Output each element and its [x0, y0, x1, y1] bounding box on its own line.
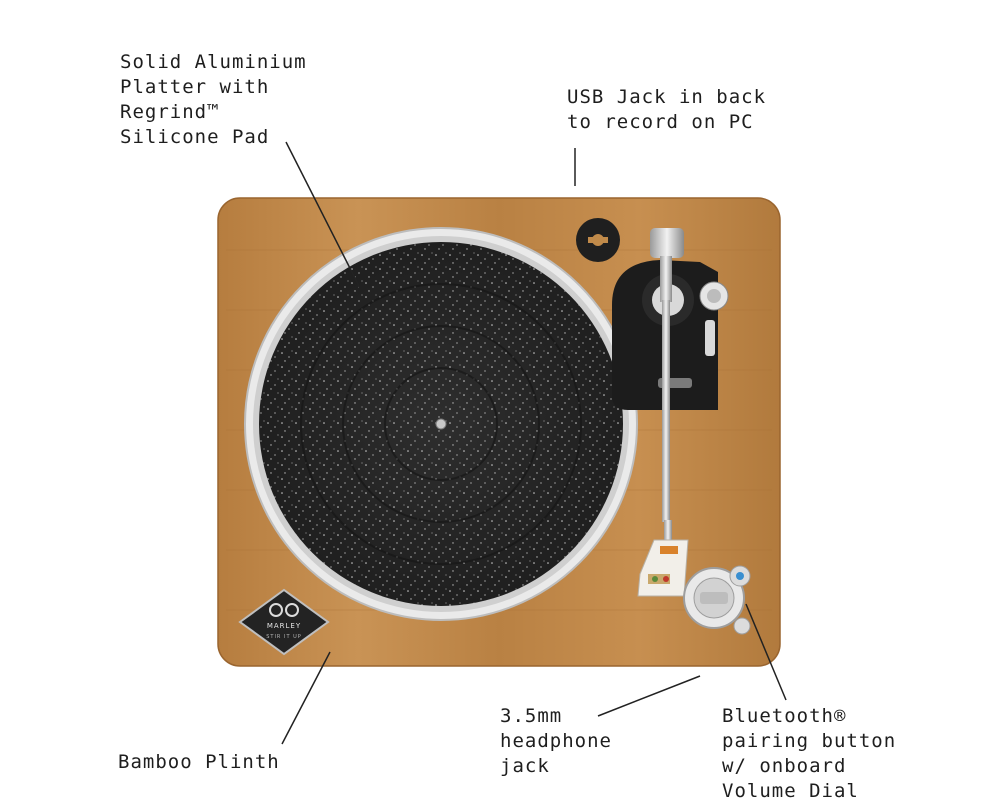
label-platter-line: Regrind™ — [120, 101, 220, 123]
label-platter-line: Silicone Pad — [120, 126, 270, 148]
label-platter: Solid Aluminium Platter with Regrind™ Si… — [120, 50, 307, 150]
leader-line-platter — [285, 141, 361, 289]
leader-line-headphone — [597, 675, 701, 717]
label-bluetooth-line: Volume Dial — [722, 780, 859, 800]
label-platter-line: Platter with — [120, 76, 270, 98]
label-usb-line: USB Jack in back — [567, 86, 767, 108]
label-bluetooth: Bluetooth® pairing button w/ onboard Vol… — [722, 704, 896, 800]
headshell — [637, 539, 689, 597]
volume-dial — [683, 565, 751, 635]
label-bluetooth-line: w/ onboard — [722, 755, 847, 777]
label-usb: USB Jack in back to record on PC — [567, 85, 766, 135]
label-headphone-line: jack — [500, 755, 550, 777]
leader-lines — [281, 141, 787, 745]
label-plinth-line: Bamboo Plinth — [118, 751, 280, 773]
label-platter-line: Solid Aluminium — [120, 51, 307, 73]
label-headphone: 3.5mm headphone jack — [500, 704, 612, 779]
badge-sub-text: STIR IT UP — [266, 634, 302, 640]
label-plinth: Bamboo Plinth — [118, 750, 280, 775]
platter — [244, 227, 638, 621]
leader-line-plinth — [281, 651, 331, 745]
label-bluetooth-line: pairing button — [722, 730, 897, 752]
leader-line-bluetooth — [745, 603, 787, 701]
adapter-icon — [576, 218, 620, 262]
label-headphone-line: headphone — [500, 730, 612, 752]
brand-badge: MARLEY STIR IT UP — [238, 588, 330, 656]
label-usb-line: to record on PC — [567, 111, 754, 133]
badge-brand-text: MARLEY — [267, 622, 301, 630]
tonearm — [650, 228, 684, 544]
label-bluetooth-line: Bluetooth® — [722, 705, 847, 727]
label-headphone-line: 3.5mm — [500, 705, 563, 727]
